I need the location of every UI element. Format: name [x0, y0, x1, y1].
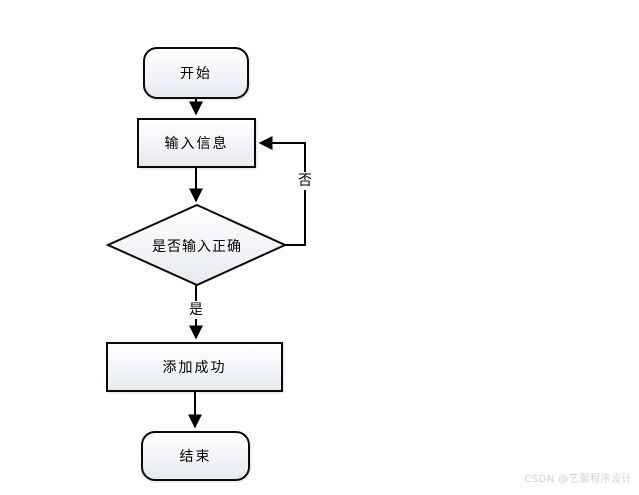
- node-input-label: 输入信息: [164, 136, 229, 152]
- node-end: 结束: [141, 431, 250, 481]
- node-success: 添加成功: [106, 342, 283, 392]
- node-decision-label: 是否输入正确: [152, 239, 242, 255]
- node-start-label: 开始: [180, 66, 212, 82]
- node-input: 输入信息: [137, 118, 256, 168]
- node-success-label: 添加成功: [162, 360, 227, 376]
- node-end-label: 结束: [179, 449, 212, 465]
- edge-label-yes: 是: [188, 301, 204, 319]
- edge-label-no: 否: [297, 172, 313, 190]
- watermark: CSDN @艺馨程序设计: [524, 474, 632, 485]
- node-start: 开始: [143, 47, 249, 99]
- arrow-decision-to-input-loop: [258, 136, 306, 246]
